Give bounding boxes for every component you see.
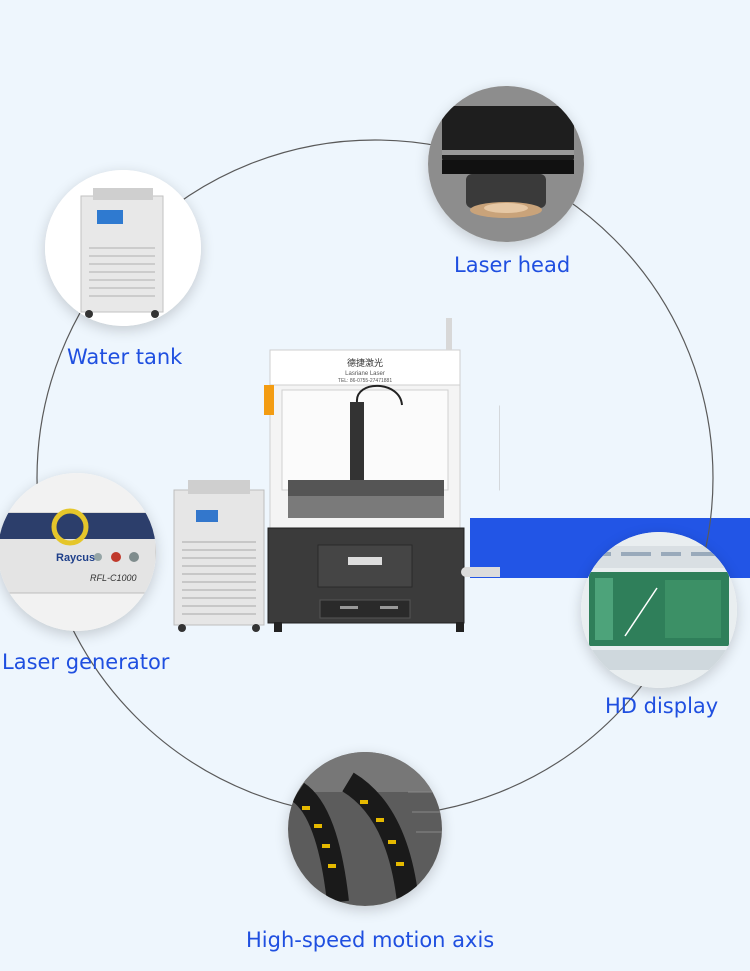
machine-brand-cn: 德捷激光 <box>347 357 383 368</box>
laser-cutting-machine-image: 德捷激光 Lasriane Laser TEL: 86-0755-2747188… <box>173 318 500 632</box>
generator-model: RFL-C1000 <box>90 573 137 583</box>
motion-axis-bubble <box>288 752 442 906</box>
machine-tel: TEL: 86-0755-27471881 <box>338 378 392 384</box>
generator-brand: Raycus <box>56 552 95 564</box>
laser-head-image <box>428 86 584 242</box>
laser-head-bubble <box>428 86 584 242</box>
laser-head-label: Laser head <box>454 253 571 277</box>
water-tank-image <box>45 170 201 326</box>
laser-generator-bubble: Raycus RFL-C1000 <box>0 473 156 631</box>
water-tank-label: Water tank <box>67 345 183 369</box>
laser-generator-image: Raycus RFL-C1000 <box>0 473 156 631</box>
hd-display-bubble <box>581 532 737 688</box>
hd-display-image <box>581 532 737 688</box>
laser-generator-label: Laser generator <box>2 650 170 674</box>
motion-axis-image <box>288 752 442 906</box>
machine-brand-en: Lasriane Laser <box>345 371 385 377</box>
hd-display-label: HD display <box>605 694 719 718</box>
motion-axis-label: High-speed motion axis <box>246 928 495 952</box>
water-tank-bubble <box>45 170 201 326</box>
